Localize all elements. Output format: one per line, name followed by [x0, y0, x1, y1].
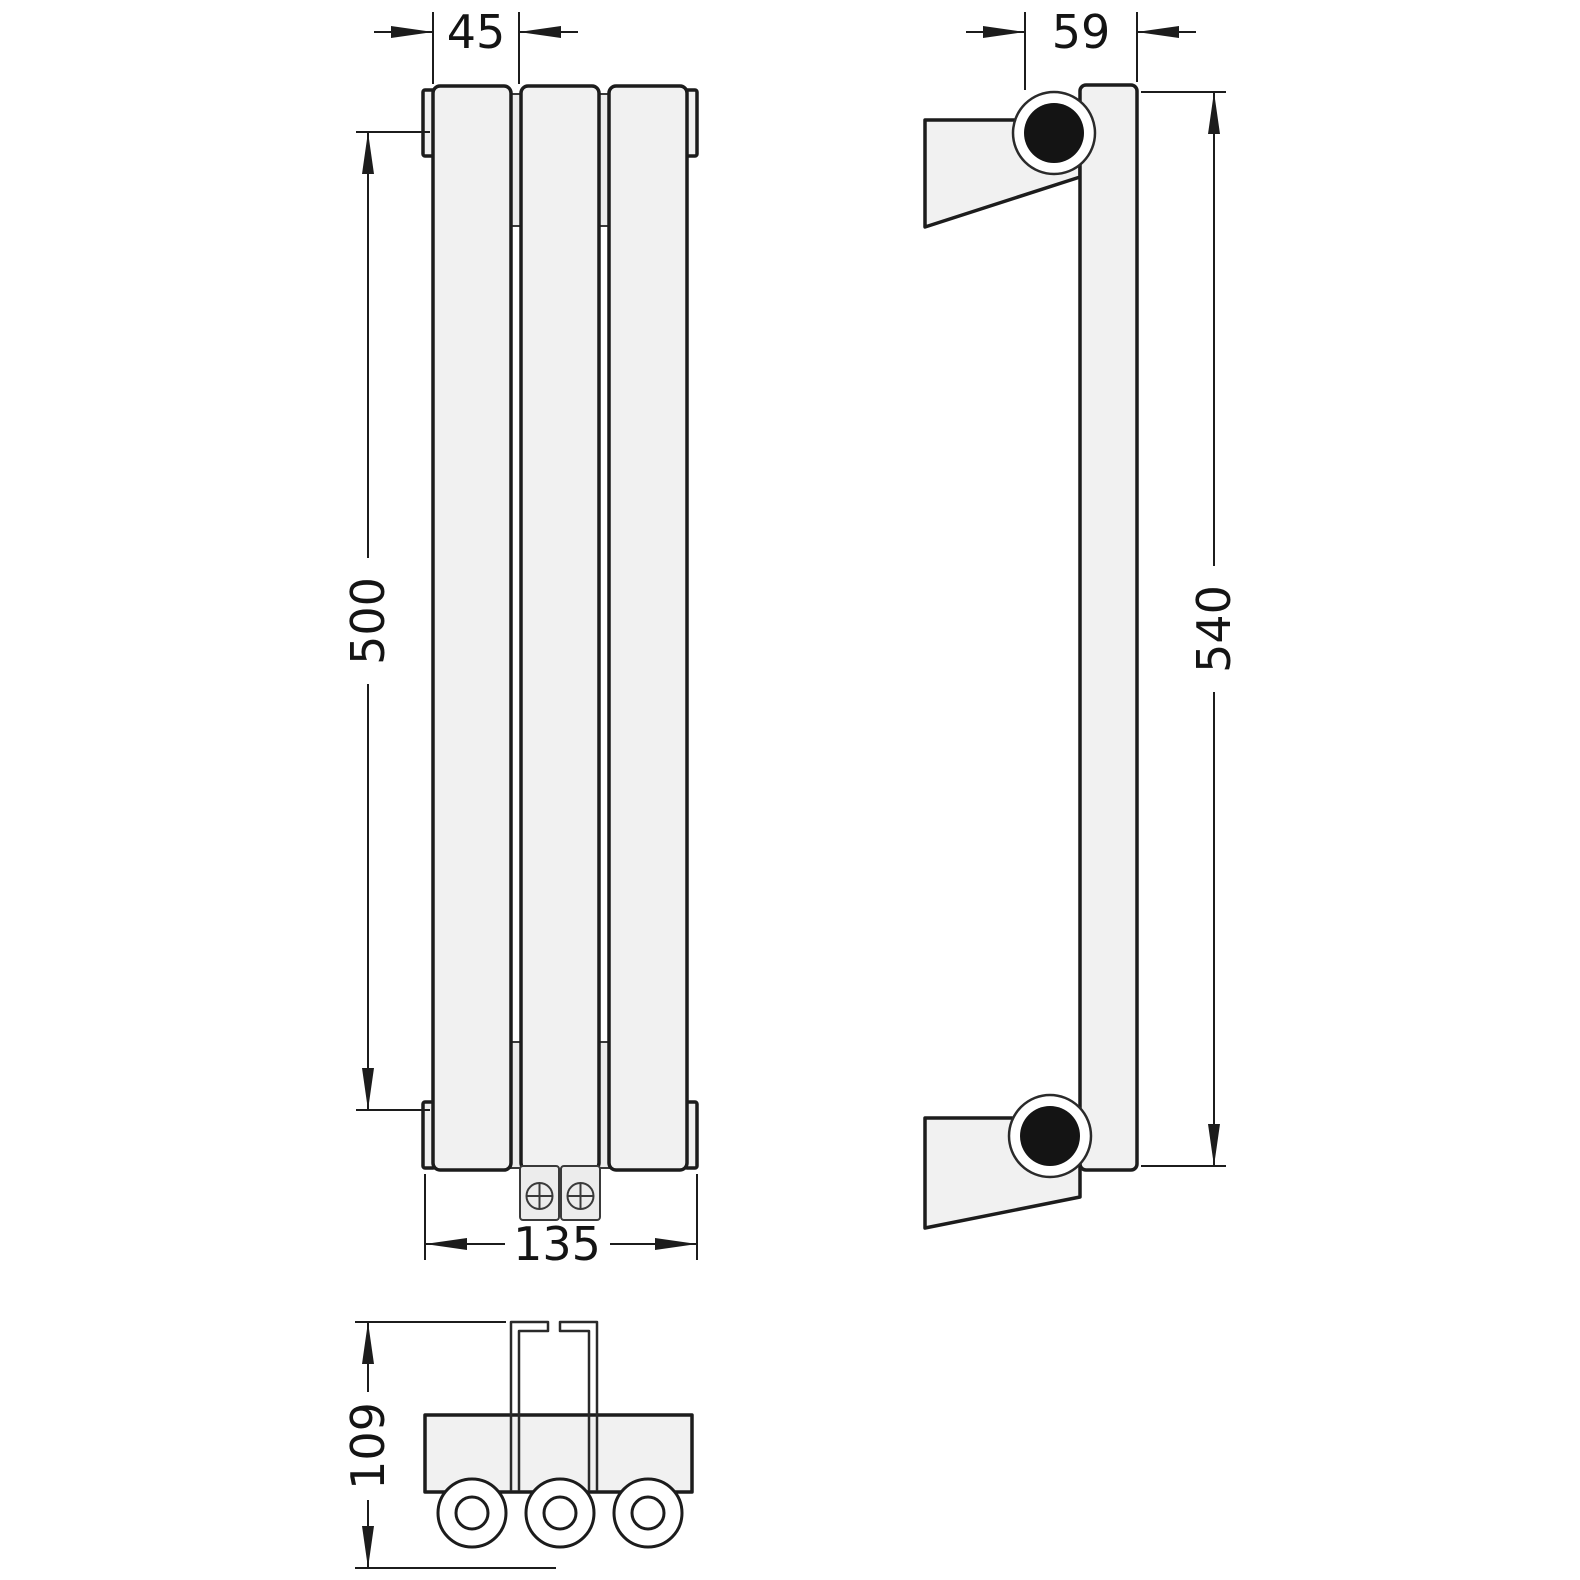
- dim-section-width: 45: [374, 5, 578, 84]
- dim-overall-depth: 109: [341, 1321, 556, 1569]
- dim-109-label: 109: [341, 1402, 395, 1490]
- dim-45-label: 45: [447, 5, 506, 59]
- front-view: [421, 84, 699, 1221]
- dim-59-label: 59: [1052, 5, 1111, 59]
- arrow-left-icon: [1137, 26, 1179, 38]
- arrow-up-icon: [362, 1322, 374, 1364]
- radiator-column-2: [519, 84, 601, 1172]
- pipe-connection-bottom: [1007, 1093, 1093, 1179]
- screw-icon: [566, 1182, 595, 1210]
- arrow-right-icon: [983, 26, 1025, 38]
- arrow-down-icon: [362, 1526, 374, 1568]
- arrow-left-icon: [519, 26, 561, 38]
- dim-500-label: 500: [341, 577, 395, 665]
- tube-section-2: [524, 1477, 596, 1549]
- arrow-right-icon: [655, 1238, 697, 1250]
- top-view: [423, 1320, 694, 1549]
- dim-depth: 59: [966, 5, 1196, 90]
- dim-mounting-height: 500: [341, 131, 430, 1111]
- wire-bracket-left: [509, 1320, 550, 1491]
- dim-total-width: 135: [424, 1174, 698, 1271]
- arrow-right-icon: [391, 26, 433, 38]
- dim-540-label: 540: [1187, 585, 1241, 673]
- wire-bracket-right: [558, 1320, 599, 1491]
- dim-135-label: 135: [513, 1217, 601, 1271]
- tube-section-3: [612, 1477, 684, 1549]
- side-view: [923, 83, 1139, 1230]
- radiator-column-3: [607, 84, 689, 1172]
- arrow-up-icon: [362, 132, 374, 174]
- arrow-down-icon: [362, 1068, 374, 1110]
- tube-section-1: [436, 1477, 508, 1549]
- dim-overall-height: 540: [1141, 91, 1241, 1167]
- pipe-connection-top: [1011, 90, 1097, 176]
- radiator-side-profile: [1078, 83, 1139, 1172]
- arrow-down-icon: [1208, 1124, 1220, 1166]
- arrow-left-icon: [425, 1238, 467, 1250]
- arrow-up-icon: [1208, 92, 1220, 134]
- screw-icon: [525, 1182, 554, 1210]
- radiator-column-1: [431, 84, 513, 1172]
